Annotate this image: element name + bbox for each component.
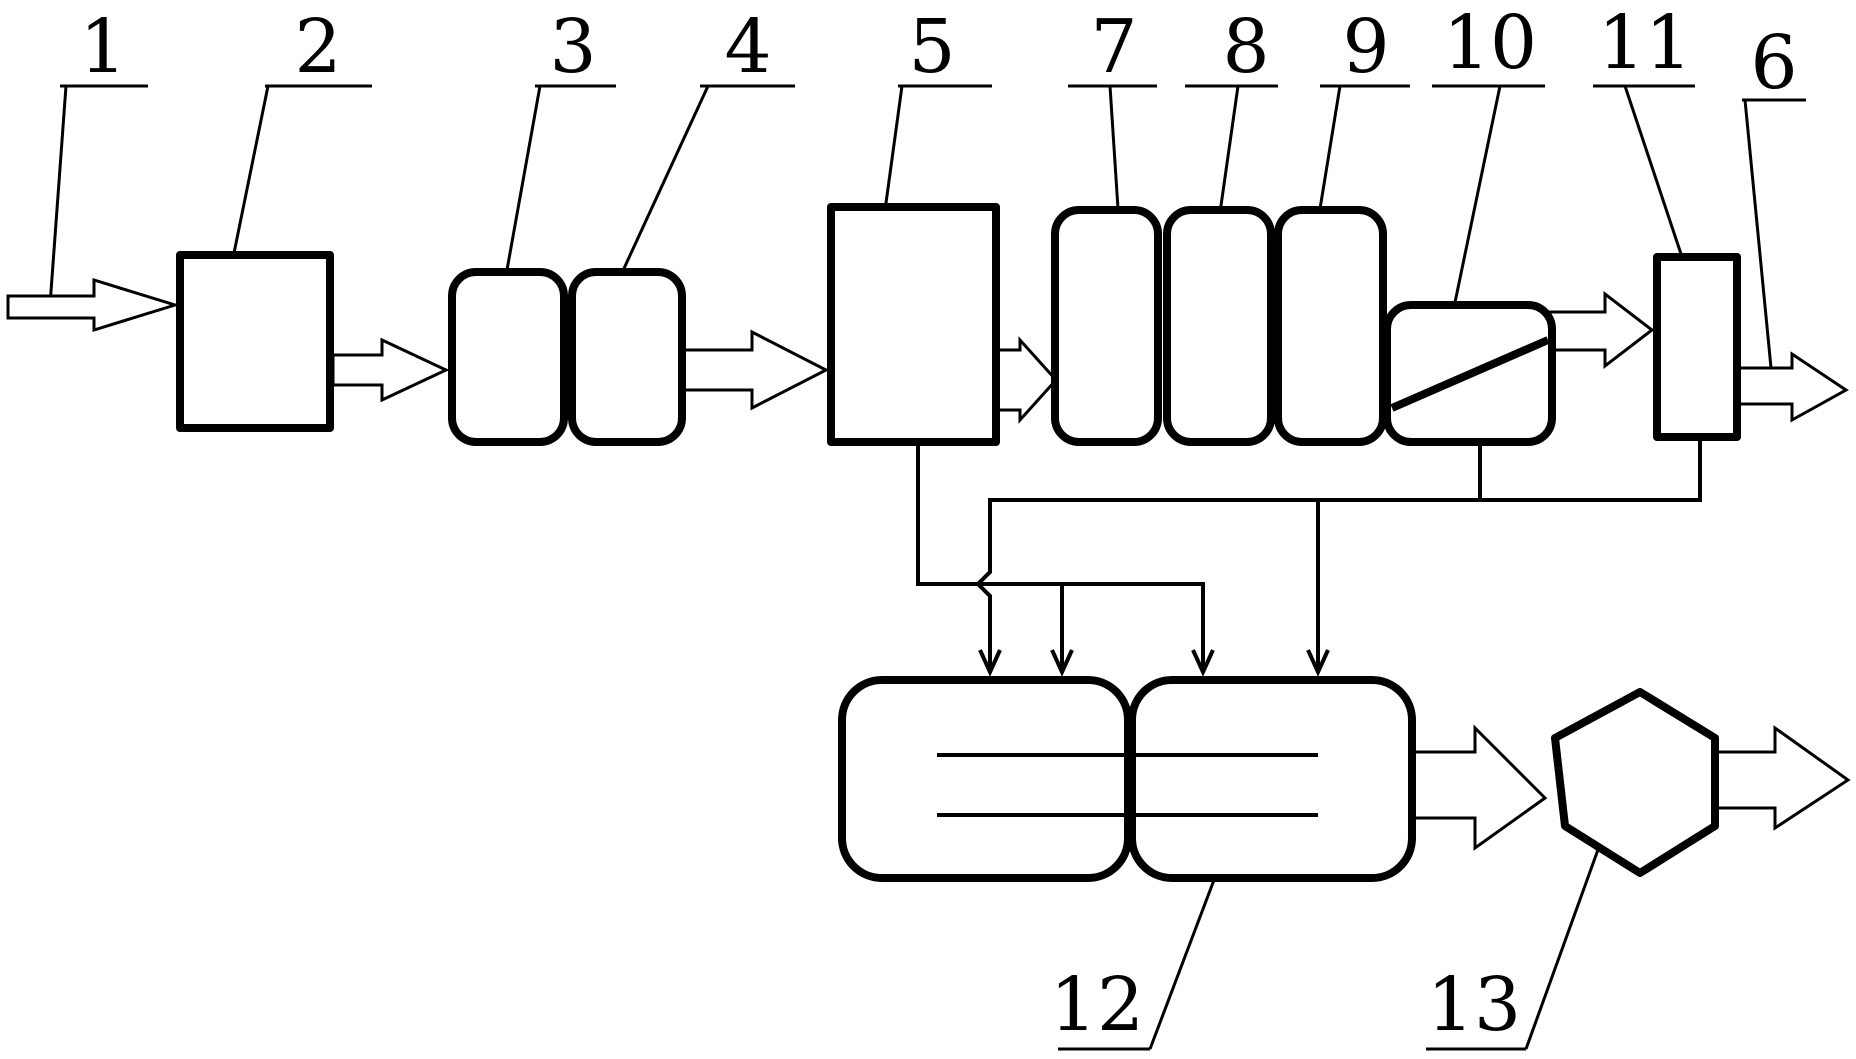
box-10-diagonal — [1390, 336, 1550, 412]
label-9: 9 — [1342, 4, 1389, 90]
label-2: 2 — [294, 4, 341, 90]
label-8: 8 — [1222, 4, 1269, 90]
line-10-11-bus — [1478, 437, 1702, 502]
line-bus-to-12-left — [975, 498, 1480, 668]
box-12-left — [838, 676, 1132, 882]
label-3: 3 — [549, 4, 596, 90]
flow-arrow-10-to-11 — [1548, 290, 1655, 370]
box-5 — [827, 203, 1000, 446]
box-4 — [568, 268, 686, 446]
flow-arrow-4-to-5 — [678, 329, 830, 411]
box-12-right — [1128, 676, 1416, 882]
flow-arrows — [6, 277, 1851, 851]
flow-arrow-2-to-3 — [331, 337, 450, 403]
leader-6 — [1743, 99, 1774, 379]
number-labels: 1 2 3 4 5 7 8 9 10 11 6 12 13 — [79, 0, 1797, 1048]
process-boxes — [176, 203, 1741, 882]
connection-lines — [916, 437, 1702, 677]
hexagon-13 — [1551, 688, 1719, 877]
arrowhead-1062 — [1050, 649, 1074, 677]
box-3 — [448, 268, 568, 446]
flow-arrow-output-6 — [1733, 351, 1849, 423]
flow-arrow-12-to-13 — [1410, 724, 1548, 851]
leader-12 — [1148, 879, 1216, 1050]
leader-10 — [1446, 85, 1502, 337]
leader-13 — [1524, 821, 1610, 1050]
arrowhead-1318 — [1306, 649, 1330, 677]
arrowhead-990 — [978, 649, 1002, 677]
leader-1 — [48, 85, 68, 306]
label-13: 13 — [1427, 962, 1521, 1048]
label-10: 10 — [1443, 0, 1537, 86]
label-7: 7 — [1090, 4, 1137, 90]
flow-arrow-input — [6, 277, 181, 333]
label-11: 11 — [1598, 0, 1692, 86]
box-8 — [1163, 206, 1275, 446]
label-5: 5 — [908, 4, 955, 90]
label-6: 6 — [1750, 20, 1797, 106]
box-9 — [1274, 206, 1387, 446]
box-7 — [1051, 206, 1162, 446]
label-12: 12 — [1050, 962, 1144, 1048]
flow-arrow-13-output — [1711, 725, 1851, 831]
label-1: 1 — [79, 4, 126, 90]
box-2 — [176, 251, 334, 432]
arrowhead-1203 — [1191, 649, 1215, 677]
label-4: 4 — [724, 4, 771, 90]
box-11 — [1653, 253, 1741, 441]
